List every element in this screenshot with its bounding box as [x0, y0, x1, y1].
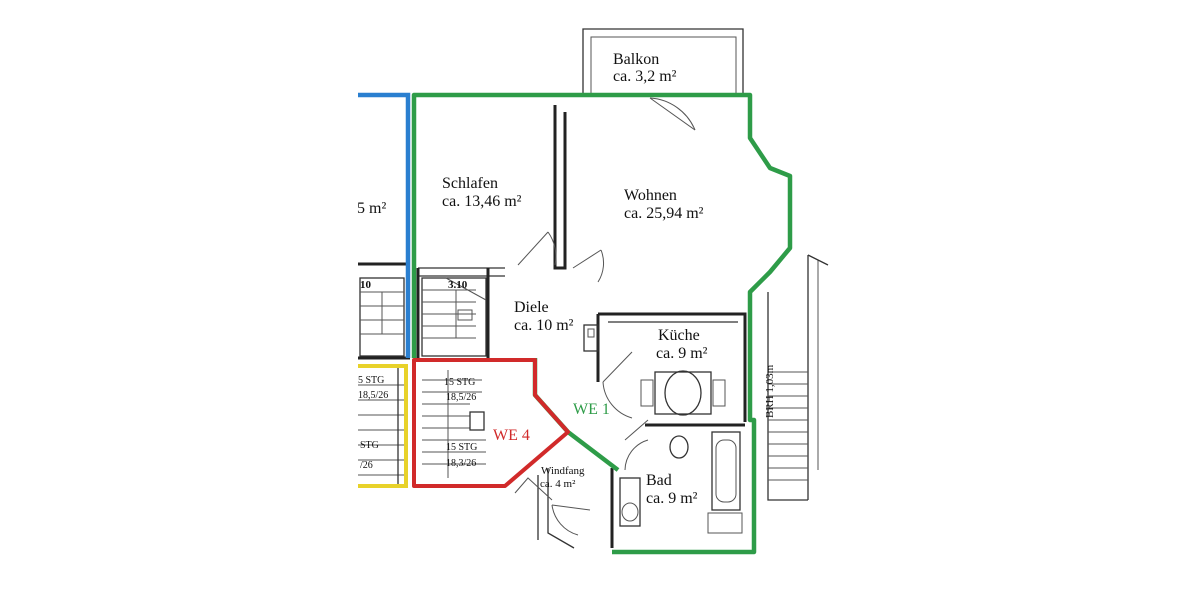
wohnen-area: ca. 25,94 m² [624, 205, 704, 222]
unit-we1-outline [411, 92, 793, 555]
diele-name: Diele [514, 299, 549, 316]
stairs-lower-red [422, 370, 486, 478]
diele-area: ca. 10 m² [514, 317, 574, 334]
unit-yellow-outline [358, 364, 408, 488]
stairs-upper-right [421, 277, 487, 357]
kueche-area: ca. 9 m² [656, 345, 708, 362]
kueche-name: Küche [658, 327, 700, 344]
brh-annotation: BRH 1,03m [764, 364, 776, 418]
bad-area: ca. 9 m² [646, 490, 698, 507]
door-swings [514, 97, 696, 536]
wohnen-name: Wohnen [624, 187, 677, 204]
stg-lower-dim: 18,3/26 [446, 458, 476, 469]
bad-name: Bad [646, 472, 672, 489]
stair-label-c: 10 [360, 279, 372, 291]
stair-label-a: 3.10 [448, 279, 468, 291]
stg-upper: 15 STG [444, 377, 475, 388]
windfang-area: ca. 4 m² [540, 478, 576, 490]
balkon-area: ca. 3,2 m² [613, 68, 677, 85]
walls [358, 105, 747, 549]
left-stg-lower: STG [360, 440, 379, 451]
unit-we4-outline [412, 358, 570, 488]
bath-fixtures [619, 431, 743, 534]
left-stg-lower-dim: /26 [360, 460, 373, 471]
windfang-name: Windfang [541, 465, 585, 477]
schlafen-area: ca. 13,46 m² [442, 193, 522, 210]
we1-label: WE 1 [573, 401, 610, 418]
balkon-name: Balkon [613, 51, 659, 68]
partial-left-area: 5 m² [357, 200, 386, 217]
exterior-stairs [767, 254, 829, 501]
stairs-lower-yellow [358, 368, 404, 484]
stg-upper-dim: 18,5/26 [446, 392, 476, 403]
we4-label: WE 4 [493, 427, 530, 444]
balcony-outline [582, 28, 744, 93]
kitchen-table [640, 370, 726, 416]
schlafen-name: Schlafen [442, 175, 498, 192]
stairs-upper-left [359, 277, 405, 357]
unit-blue-outline [358, 92, 411, 358]
left-stg-upper-dim: 18,5/26 [358, 390, 388, 401]
left-stg-upper: 5 STG [358, 375, 384, 386]
stg-lower: 15 STG [446, 442, 477, 453]
